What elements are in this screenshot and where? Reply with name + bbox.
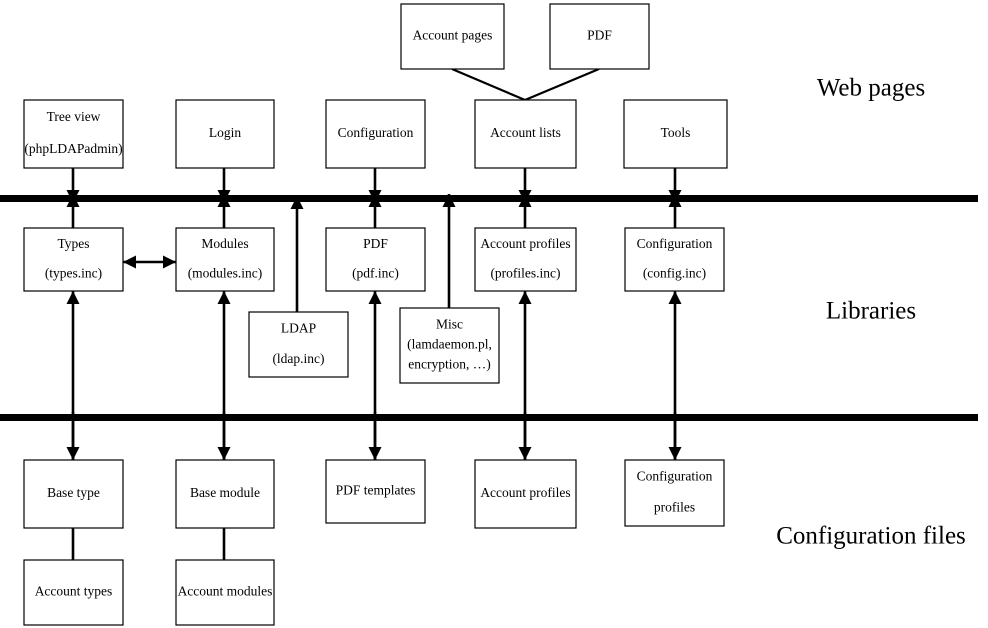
node-misc-lib: Misc (lamdaemon.pl, encryption, …) bbox=[399, 307, 500, 384]
node-label: Account modules bbox=[178, 584, 273, 599]
node-label: (profiles.inc) bbox=[490, 265, 560, 280]
node-label: Account profiles bbox=[480, 236, 570, 251]
node-label: profiles bbox=[654, 500, 695, 515]
node-account-lists: Account lists bbox=[474, 99, 577, 169]
node-account-profiles-files: Account profiles bbox=[474, 459, 577, 529]
node-tree-view: Tree view (phpLDAPadmin) bbox=[23, 99, 124, 169]
node-label: Configuration bbox=[637, 469, 713, 484]
node-label: Configuration bbox=[338, 125, 414, 140]
section-label-web-pages: Web pages bbox=[817, 75, 925, 102]
node-base-module: Base module bbox=[175, 459, 275, 529]
section-divider-bands bbox=[0, 195, 978, 421]
node-pdf-lib: PDF (pdf.inc) bbox=[325, 227, 426, 292]
connector-account-pages-to-account-lists bbox=[451, 67, 526, 102]
node-ldap-lib: LDAP (ldap.inc) bbox=[248, 311, 349, 378]
node-pdf-templates: PDF templates bbox=[325, 459, 426, 524]
node-label: PDF bbox=[587, 28, 612, 43]
node-login: Login bbox=[175, 99, 275, 169]
node-label: LDAP bbox=[281, 320, 316, 335]
node-label: (ldap.inc) bbox=[272, 351, 324, 366]
node-label: Misc bbox=[436, 317, 463, 332]
node-tools: Tools bbox=[623, 99, 728, 169]
node-label: Types bbox=[57, 236, 89, 251]
node-label: (pdf.inc) bbox=[352, 265, 399, 280]
connector-pdf-top-to-account-lists bbox=[524, 67, 600, 102]
node-label: Tree view bbox=[47, 109, 101, 124]
node-label: Account profiles bbox=[480, 485, 570, 500]
node-label: Base type bbox=[47, 485, 100, 500]
node-account-profiles-lib: Account profiles (profiles.inc) bbox=[474, 227, 577, 292]
node-label: Login bbox=[209, 125, 241, 140]
connector-ldap-to-modules bbox=[290, 196, 304, 312]
node-label: Base module bbox=[190, 485, 260, 500]
section-label-configuration-files: Configuration files bbox=[776, 523, 966, 550]
node-label: (lamdaemon.pl, bbox=[407, 337, 492, 352]
node-label: Configuration bbox=[637, 236, 713, 251]
node-account-types: Account types bbox=[23, 559, 124, 626]
connector-types-modules-bidirectional bbox=[123, 255, 176, 269]
connector-misc-to-band bbox=[442, 194, 456, 308]
node-configuration-web: Configuration bbox=[325, 99, 426, 169]
node-label: PDF templates bbox=[336, 483, 416, 498]
node-account-modules: Account modules bbox=[175, 559, 275, 626]
divider-band-libraries-config bbox=[0, 414, 978, 421]
node-modules: Modules (modules.inc) bbox=[175, 227, 275, 292]
node-configuration-profiles-files: Configuration profiles bbox=[624, 459, 725, 527]
section-label-libraries: Libraries bbox=[826, 298, 916, 325]
node-label: (modules.inc) bbox=[188, 265, 263, 280]
node-label: Account lists bbox=[490, 125, 561, 140]
node-pdf-top: PDF bbox=[549, 3, 650, 70]
node-label: Modules bbox=[201, 236, 248, 251]
node-label: Account pages bbox=[413, 28, 493, 43]
node-label: PDF bbox=[363, 236, 388, 251]
node-label: (types.inc) bbox=[45, 265, 102, 280]
node-label: Tools bbox=[661, 125, 691, 140]
node-types: Types (types.inc) bbox=[23, 227, 124, 292]
node-label: (phpLDAPadmin) bbox=[24, 141, 122, 156]
divider-band-web-libraries bbox=[0, 195, 978, 202]
node-label: (config.inc) bbox=[643, 265, 706, 280]
node-configuration-lib: Configuration (config.inc) bbox=[624, 227, 725, 292]
node-label: Account types bbox=[35, 584, 113, 599]
node-base-type: Base type bbox=[23, 459, 124, 529]
node-label: encryption, …) bbox=[408, 357, 490, 372]
node-account-pages: Account pages bbox=[400, 3, 505, 70]
